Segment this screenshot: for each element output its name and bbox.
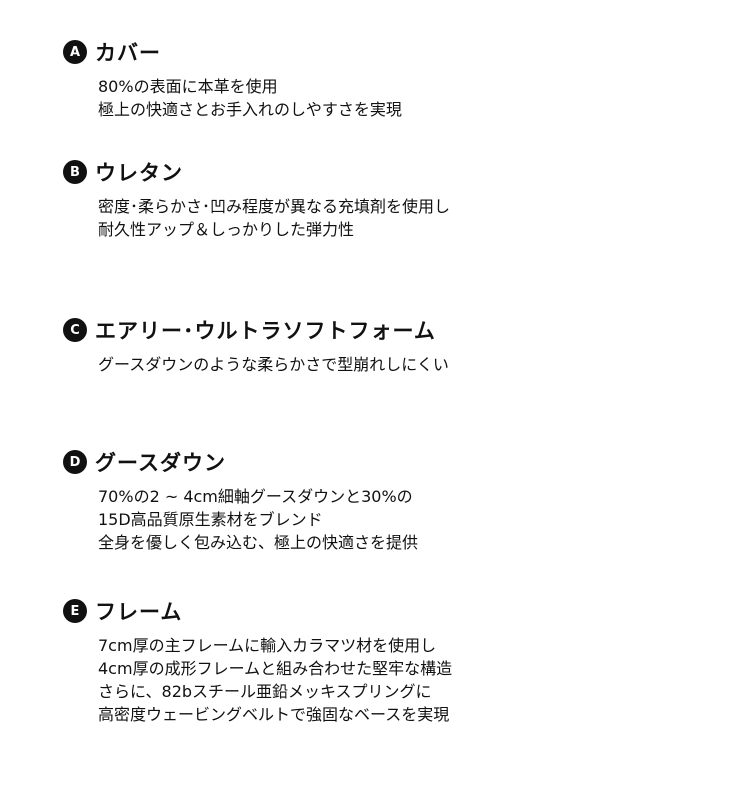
description-line: 全身を優しく包み込む、極上の快適さを提供: [98, 533, 419, 552]
section-heading: D グースダウン: [63, 447, 418, 477]
description-line: グースダウンのような柔らかさで型崩れしにくい: [98, 355, 449, 374]
description-line: 15D高品質原生素材をブレンド: [98, 510, 323, 529]
section-e: E フレーム 7cm厚の主フレームに輸入カラマツ材を使用し 4cm厚の成形フレームと組…: [63, 596, 452, 726]
section-description: 80%の表面に本革を使用極上の快適さとお手入れのしやすさを実現: [98, 75, 402, 121]
section-heading: C エアリー･ウルトラソフトフォーム: [63, 315, 449, 345]
description-line: さらに、82bスチール亜鉛メッキスプリングに: [98, 682, 432, 701]
description-line: 耐久性アップ＆しっかりした弾力性: [98, 220, 355, 239]
section-description: グースダウンのような柔らかさで型崩れしにくい: [98, 353, 449, 376]
section-title: エアリー･ウルトラソフトフォーム: [95, 319, 436, 343]
letter-badge-icon: E: [63, 599, 87, 623]
letter-badge-icon: B: [63, 160, 87, 184]
description-line: 密度･柔らかさ･凹み程度が異なる充填剤を使用し: [98, 197, 451, 216]
description-line: 極上の快適さとお手入れのしやすさを実現: [98, 100, 402, 119]
description-line: 70%の2 ~ 4cm細軸グースダウンと30%の: [98, 487, 413, 506]
description-line: 7cm厚の主フレームに輸入カラマツ材を使用し: [98, 636, 437, 655]
section-d: D グースダウン 70%の2 ~ 4cm細軸グースダウンと30%の 15D高品質原生素…: [63, 447, 418, 554]
section-c: C エアリー･ウルトラソフトフォームグースダウンのような柔らかさで型崩れしにくい: [63, 315, 449, 376]
letter-badge-icon: D: [63, 450, 87, 474]
section-b: B ウレタン密度･柔らかさ･凹み程度が異なる充填剤を使用し耐久性アップ＆しっかりし…: [63, 157, 450, 241]
section-heading: A カバー: [63, 37, 402, 67]
section-title: グースダウン: [95, 451, 226, 475]
section-title: フレーム: [95, 600, 183, 624]
section-title: カバー: [95, 41, 161, 65]
letter-badge-icon: C: [63, 318, 87, 342]
section-a: A カバー 80%の表面に本革を使用極上の快適さとお手入れのしやすさを実現: [63, 37, 402, 121]
letter-badge-icon: A: [63, 40, 87, 64]
section-description: 密度･柔らかさ･凹み程度が異なる充填剤を使用し耐久性アップ＆しっかりした弾力性: [98, 195, 450, 241]
section-title: ウレタン: [95, 161, 183, 185]
description-line: 高密度ウェービングベルトで強固なベースを実現: [98, 705, 450, 724]
description-line: 4cm厚の成形フレームと組み合わせた堅牢な構造: [98, 659, 453, 678]
section-heading: B ウレタン: [63, 157, 450, 187]
section-description: 70%の2 ~ 4cm細軸グースダウンと30%の 15D高品質原生素材をブレンド全…: [98, 485, 418, 554]
section-description: 7cm厚の主フレームに輸入カラマツ材を使用し 4cm厚の成形フレームと組み合わせた…: [98, 634, 452, 726]
description-line: 80%の表面に本革を使用: [98, 77, 278, 96]
section-heading: E フレーム: [63, 596, 452, 626]
